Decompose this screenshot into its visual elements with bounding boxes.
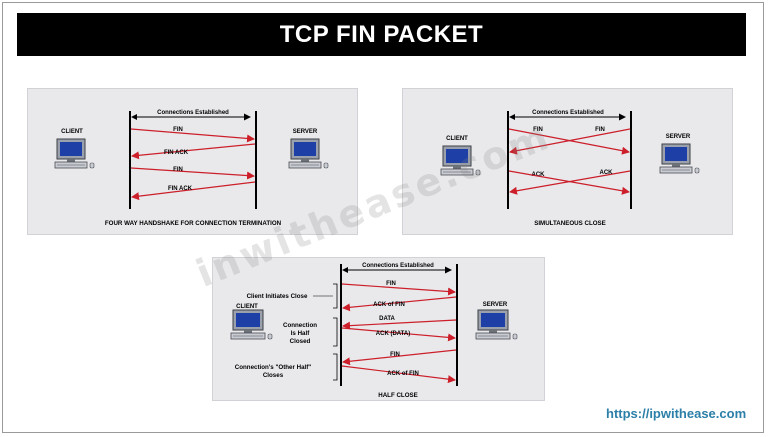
msg-label-1: FIN bbox=[533, 127, 543, 133]
msg-arrow-5 bbox=[342, 349, 457, 366]
client-label: CLIENT bbox=[61, 129, 83, 135]
msg-arrow-3 bbox=[342, 319, 457, 330]
server-label: SERVER bbox=[483, 302, 508, 308]
note-client-initiates: Client Initiates Close bbox=[247, 293, 308, 300]
note-other-line-1: Connection's "Other Half" bbox=[235, 364, 312, 371]
established-label: Connections Established bbox=[157, 110, 229, 116]
msg-arrow-2 bbox=[509, 128, 631, 155]
note-other-line-2: Closes bbox=[263, 372, 284, 379]
panel-caption: SIMULTANEOUS CLOSE bbox=[534, 220, 606, 227]
msg-arrow-1 bbox=[130, 128, 255, 143]
msg-label-1: FIN bbox=[386, 281, 396, 287]
client-label: CLIENT bbox=[446, 136, 468, 142]
msg-arrow-1 bbox=[341, 283, 456, 296]
client-computer-icon bbox=[440, 145, 481, 176]
server-computer-icon bbox=[475, 309, 518, 340]
established-label: Connections Established bbox=[362, 263, 434, 269]
server-label: SERVER bbox=[666, 134, 691, 140]
half-close-panel: Connections Established FIN ACK of FIN D… bbox=[212, 257, 545, 401]
established-label: Connections Established bbox=[532, 110, 604, 116]
msg-label-4: ACK bbox=[600, 170, 614, 176]
msg-arrow-3 bbox=[130, 167, 255, 180]
server-label: SERVER bbox=[293, 129, 318, 135]
bracket-other-half bbox=[333, 353, 338, 381]
simultaneous-close-diagram: Connections Established FIN FIN ACK ACK … bbox=[440, 110, 700, 227]
msg-arrow-4 bbox=[341, 327, 456, 342]
msg-arrow-2 bbox=[131, 143, 256, 160]
client-computer-icon bbox=[230, 309, 273, 340]
msg-label-2: ACK of FIN bbox=[373, 302, 405, 308]
client-label: CLIENT bbox=[236, 304, 258, 310]
msg-arrow-6 bbox=[341, 365, 456, 384]
site-url-link[interactable]: https://ipwithease.com bbox=[606, 406, 747, 421]
msg-label-4: FIN ACK bbox=[168, 186, 193, 192]
note-half-line-2: Is Half bbox=[291, 330, 311, 337]
msg-label-5: FIN bbox=[390, 352, 400, 358]
msg-arrow-4 bbox=[508, 170, 630, 195]
msg-arrow-2 bbox=[342, 296, 457, 312]
simultaneous-close-panel: Connections Established FIN FIN ACK ACK … bbox=[402, 88, 733, 235]
msg-label-3: DATA bbox=[379, 316, 395, 322]
title-bar: TCP FIN PACKET bbox=[17, 13, 746, 56]
panel-caption: HALF CLOSE bbox=[378, 392, 418, 399]
msg-arrow-4 bbox=[131, 181, 256, 201]
client-computer-icon bbox=[54, 138, 95, 169]
msg-label-2: FIN ACK bbox=[164, 150, 189, 156]
msg-label-1: FIN bbox=[173, 127, 183, 133]
msg-label-4: ACK (DATA) bbox=[376, 331, 410, 337]
msg-label-3: ACK bbox=[532, 172, 546, 178]
bracket-half-closed bbox=[333, 317, 338, 347]
four-way-handshake-panel: Connections Established FIN FIN ACK FIN … bbox=[27, 88, 358, 235]
bracket-initiates bbox=[333, 283, 338, 309]
msg-label-6: ACK of FIN bbox=[387, 371, 419, 377]
msg-label-2: FIN bbox=[595, 127, 605, 133]
server-computer-icon bbox=[659, 143, 700, 174]
server-computer-icon bbox=[288, 138, 329, 169]
page-title: TCP FIN PACKET bbox=[279, 20, 484, 48]
slide-frame bbox=[2, 2, 764, 433]
note-half-line-3: Closed bbox=[290, 338, 311, 345]
four-way-handshake-diagram: Connections Established FIN FIN ACK FIN … bbox=[54, 110, 329, 227]
half-close-diagram: Connections Established FIN ACK of FIN D… bbox=[230, 263, 518, 399]
panel-caption: FOUR WAY HANDSHAKE FOR CONNECTION TERMIN… bbox=[105, 220, 282, 227]
msg-label-3: FIN bbox=[173, 167, 183, 173]
note-half-line-1: Connection bbox=[283, 322, 317, 329]
